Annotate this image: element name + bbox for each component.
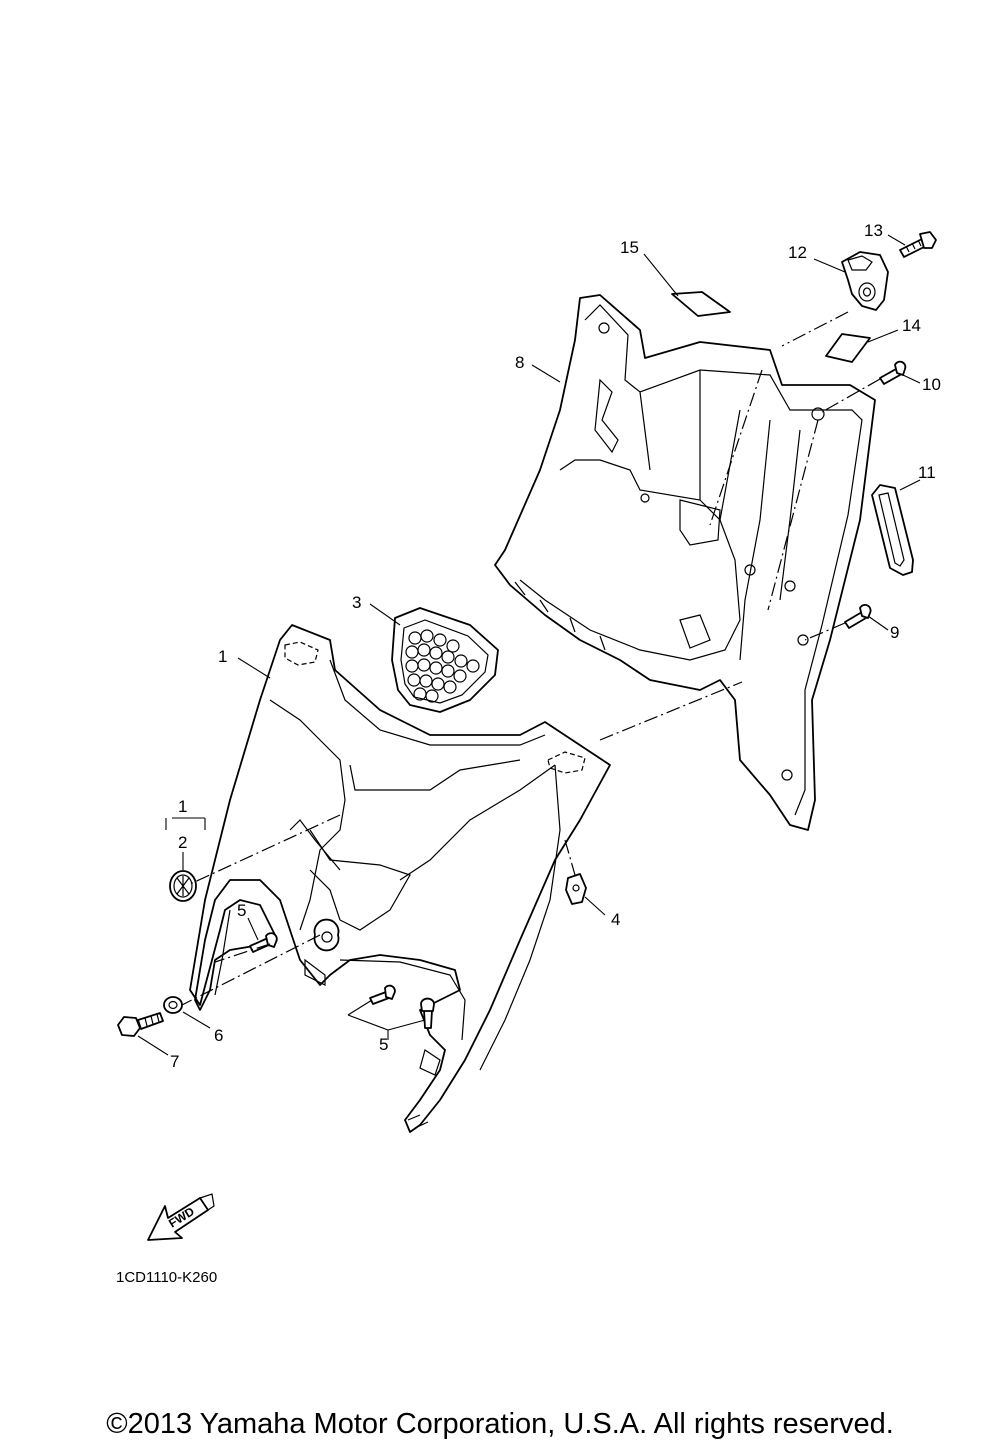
clip-part-4 [565, 873, 587, 905]
copyright-notice: ©2013 Yamaha Motor Corporation, U.S.A. A… [106, 1408, 894, 1440]
diagram-code: 1CD1110-K260 [116, 1269, 217, 1286]
callout-15: 15 [620, 238, 639, 257]
callout-11: 11 [918, 463, 936, 482]
screw-part-10 [879, 360, 907, 385]
front-panel-part-1 [189, 624, 611, 1133]
callout-3: 3 [352, 593, 361, 612]
callout-13: 13 [864, 221, 883, 240]
callout-5-lower: 5 [379, 1035, 388, 1054]
screw-part-5-lower-b [420, 997, 435, 1029]
callout-7: 7 [170, 1052, 179, 1071]
screw-part-5-lower-a [369, 984, 396, 1005]
fwd-arrow-icon: FWD [147, 1193, 215, 1241]
callout-2: 2 [178, 833, 187, 852]
screw-part-9 [844, 604, 872, 629]
washer-part-6 [163, 996, 183, 1014]
callout-1: 1 [218, 647, 227, 666]
callout-6: 6 [214, 1026, 223, 1045]
assembly-lines [181, 311, 881, 1006]
inner-panel-part-8 [494, 294, 876, 831]
callout-12: 12 [788, 243, 807, 262]
label-part-14 [825, 333, 871, 363]
callout-8: 8 [515, 353, 524, 372]
grille-part-3 [391, 607, 499, 713]
leader-lines [137, 234, 921, 1056]
callout-5-upper: 5 [237, 901, 246, 920]
callouts: 1 1 2 3 4 5 5 6 7 8 9 10 11 12 13 14 15 [170, 221, 941, 1071]
emblem-part-2 [169, 870, 197, 902]
label-part-15 [671, 291, 731, 317]
bolt-part-7 [117, 1012, 164, 1037]
callout-10: 10 [922, 375, 941, 394]
callout-9: 9 [890, 623, 899, 642]
bracket-part-12 [841, 251, 889, 311]
callout-14: 14 [902, 316, 921, 335]
pad-part-11 [871, 484, 914, 576]
callout-4: 4 [611, 910, 620, 929]
bolt-part-13 [899, 231, 937, 258]
callout-1-group: 1 [178, 797, 187, 816]
